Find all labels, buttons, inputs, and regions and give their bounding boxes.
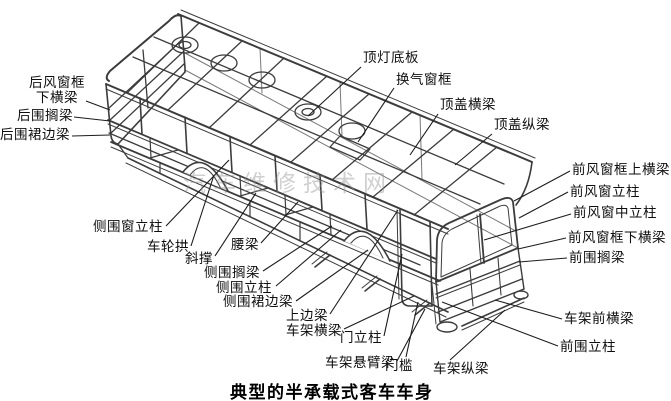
label-waist-rail: 腰梁: [231, 237, 259, 253]
side-wall-frame: [107, 97, 441, 286]
label-front-wall-shelf-rail: 前围搁梁: [569, 250, 625, 266]
label-windshield-frame-upper-rail: 前风窗框上横梁: [572, 162, 670, 178]
label-diagonal-brace: 斜撑: [185, 251, 213, 267]
label-frame-front-cross-member: 车架前横梁: [564, 311, 634, 327]
label-roof-longitudinal-beam: 顶盖纵梁: [494, 117, 550, 133]
label-side-pillar: 侧围立柱: [216, 280, 272, 296]
label-side-window-pillar: 侧围窗立柱: [93, 219, 163, 235]
label-door-sill: 门槛: [385, 358, 413, 374]
label-windshield-pillar: 前风窗立柱: [570, 184, 640, 200]
label-top-side-rail: 上边梁: [286, 308, 328, 324]
leader-lines: [71, 66, 572, 362]
label-rear-wall-shelf-rail: 后围搁梁: [17, 108, 73, 124]
figure-caption: 典型的半承载式客车车身: [230, 383, 434, 401]
label-vent-window-frame: 换气窗框: [396, 72, 452, 88]
front-end-frame: [431, 197, 529, 333]
label-door-pillar: 门立柱: [340, 330, 382, 346]
roof-grid: [105, 9, 536, 235]
label-windshield-frame-lower-rail: 前风窗框下横梁: [568, 230, 666, 246]
far-side-rails: [182, 47, 519, 249]
wheel-arches: [182, 161, 391, 262]
label-wheel-arch: 车轮拱: [147, 239, 189, 255]
label-frame-cantilever-beam: 车架悬臂梁: [325, 355, 395, 371]
door-frame: [396, 208, 433, 307]
label-side-skirt-rail: 侧围裙边梁: [223, 294, 293, 310]
label-front-wall-pillar: 前围立柱: [560, 339, 616, 355]
label-rear-window-frame-lower-rail: 后风窗框下横梁: [29, 75, 85, 106]
label-side-shelf-rail: 侧围搁梁: [204, 265, 260, 281]
label-roof-lamp-base-plate: 顶灯底板: [363, 50, 419, 66]
label-rear-skirt-rail: 后围裙边梁: [0, 127, 70, 143]
label-frame-cross-member: 车架横梁: [286, 323, 342, 339]
label-windshield-center-pillar: 前风窗中立柱: [573, 205, 657, 221]
label-roof-cross-beam: 顶盖横梁: [440, 97, 496, 113]
label-frame-longitudinal-beam: 车架纵梁: [433, 361, 489, 377]
